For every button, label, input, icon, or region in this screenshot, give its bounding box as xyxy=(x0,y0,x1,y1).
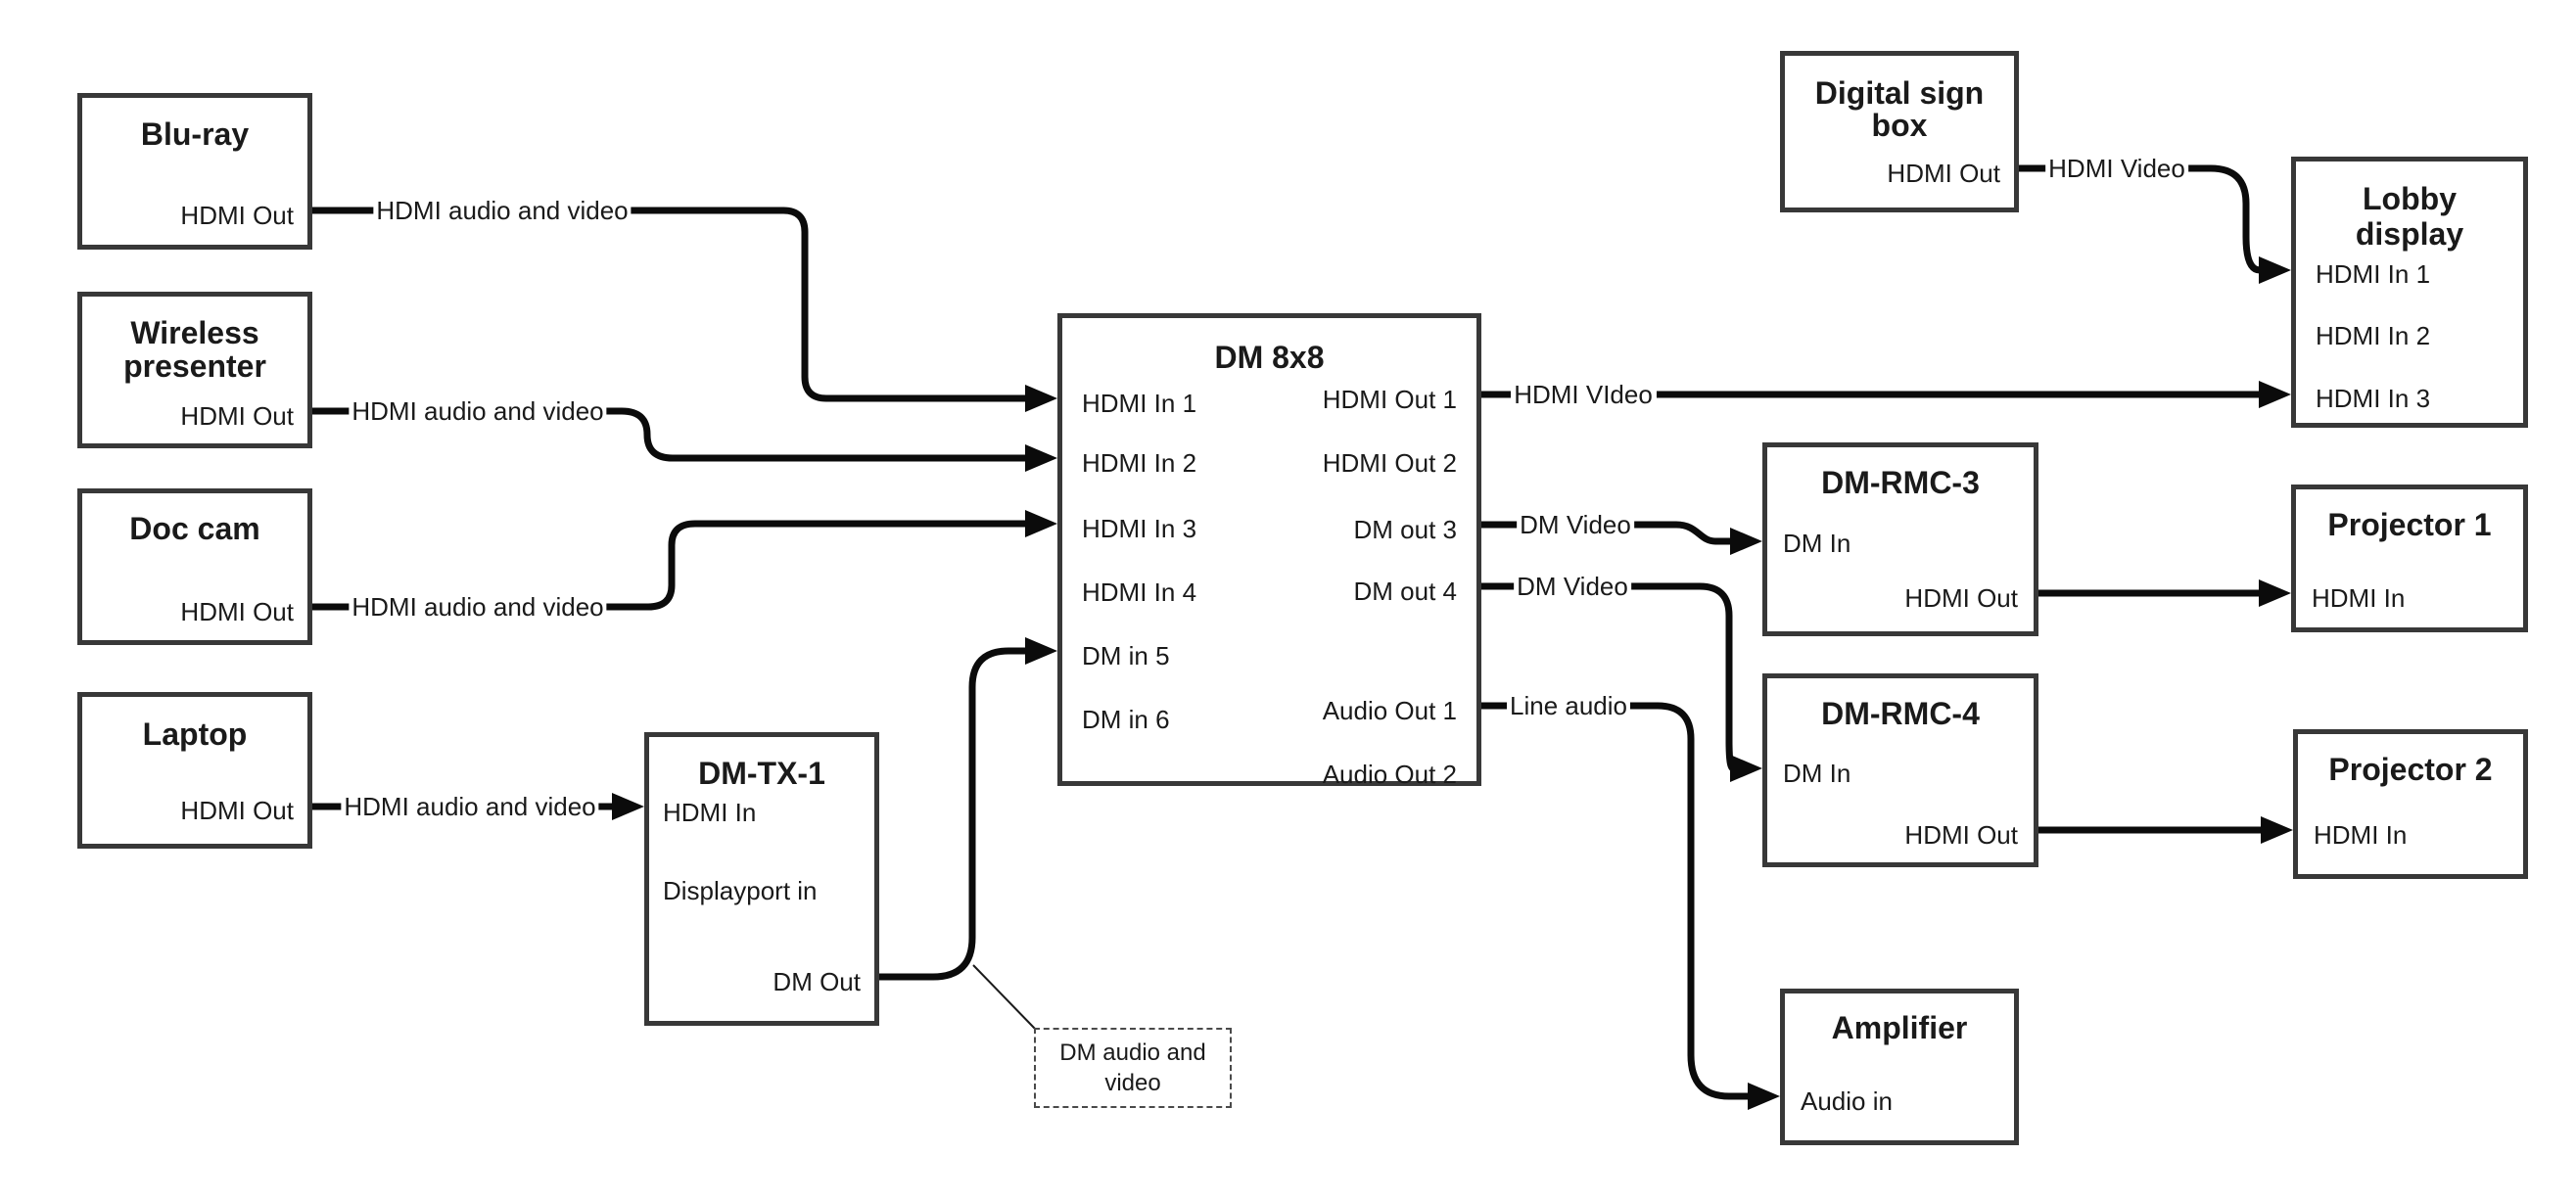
node-digital-sign-box: Digital sign box HDMI Out xyxy=(1780,51,2019,212)
port-hdmi-out-1: HDMI Out 1 xyxy=(1322,385,1457,414)
wire-label-digital-sign: HDMI Video xyxy=(2045,156,2188,181)
arrowhead-rmc4-dm-in xyxy=(1730,755,1762,782)
port-hdmi-in-1: HDMI In 1 xyxy=(1082,389,1197,418)
wire-doccam-to-hdmi-in-3 xyxy=(594,520,1026,611)
port-dm-out: DM Out xyxy=(773,967,861,996)
arrowhead-rmc3-dm-in xyxy=(1730,528,1762,555)
node-doc-cam: Doc cam HDMI Out xyxy=(77,488,312,645)
wire-bluray-to-hdmi-in-1 xyxy=(630,207,1026,402)
node-title-line-2: presenter xyxy=(123,348,266,384)
port-hdmi-in-3: HDMI In 3 xyxy=(1082,514,1197,543)
wire-wireless-to-hdmi-in-2 xyxy=(594,407,1026,462)
arrowhead-proj1-hdmi-in xyxy=(2259,579,2291,607)
node-title-line-2: box xyxy=(1871,108,1928,143)
node-title: Projector 2 xyxy=(2328,752,2493,787)
port-audio-out-1: Audio Out 1 xyxy=(1322,696,1457,725)
port-hdmi-out: HDMI Out xyxy=(1887,159,2000,188)
node-title-line-1: Digital sign xyxy=(1814,75,1985,111)
wire-label-doccam: HDMI audio and video xyxy=(349,594,607,620)
wire-label-bluray: HDMI audio and video xyxy=(373,198,632,223)
node-blu-ray: Blu-ray HDMI Out xyxy=(77,93,312,250)
node-projector-2: Projector 2 HDMI In xyxy=(2293,729,2528,879)
port-hdmi-out: HDMI Out xyxy=(180,201,294,230)
port-dm-out-3: DM out 3 xyxy=(1353,515,1458,544)
port-hdmi-in: HDMI In xyxy=(2312,583,2406,613)
port-hdmi-out-2: HDMI Out 2 xyxy=(1322,448,1457,478)
node-title: Projector 1 xyxy=(2327,507,2492,542)
wire-dm-out-3-to-rmc3 xyxy=(1633,521,1731,545)
node-title: Laptop xyxy=(142,716,248,752)
node-title: Blu-ray xyxy=(140,116,250,152)
port-hdmi-out: HDMI Out xyxy=(1904,583,2018,613)
node-title: DM-TX-1 xyxy=(698,756,825,791)
wire-audio-out-1-to-amp xyxy=(1627,702,1749,1100)
node-dm-rmc-4: DM-RMC-4 DM In HDMI Out xyxy=(1762,673,2038,867)
port-hdmi-in-3: HDMI In 3 xyxy=(2316,384,2431,413)
wire-dm-out-4-to-rmc4 xyxy=(1630,582,1736,772)
port-hdmi-in-2: HDMI In 2 xyxy=(2316,321,2431,350)
node-title-line-1: Lobby xyxy=(2363,181,2457,216)
note-callout-line xyxy=(972,964,1037,1031)
note-line-2: video xyxy=(1104,1070,1161,1096)
port-hdmi-out: HDMI Out xyxy=(1904,820,2018,850)
arrowhead-lobby-hdmi-in-3 xyxy=(2259,381,2291,408)
arrowhead-hdmi-in-3 xyxy=(1025,510,1057,537)
port-displayport-in: Displayport in xyxy=(663,876,818,905)
node-title: Amplifier xyxy=(1831,1010,1968,1045)
port-hdmi-in-4: HDMI In 4 xyxy=(1082,577,1197,607)
node-dm-rmc-3: DM-RMC-3 DM In HDMI Out xyxy=(1762,442,2038,636)
node-title-line-2: display xyxy=(2355,216,2464,252)
note-dm-audio-video: DM audio and video xyxy=(1034,1028,1232,1108)
wire-digital-sign-to-lobby xyxy=(2181,164,2261,274)
port-dm-in: DM In xyxy=(1783,759,1851,788)
arrowhead-dm-in-5 xyxy=(1025,637,1057,665)
wire-dmtx1-to-dm-in-5 xyxy=(879,647,1026,981)
port-hdmi-out: HDMI Out xyxy=(180,796,294,825)
port-hdmi-out: HDMI Out xyxy=(180,597,294,626)
port-dm-in-6: DM in 6 xyxy=(1082,705,1170,734)
node-projector-1: Projector 1 HDMI In xyxy=(2291,485,2528,632)
port-hdmi-out: HDMI Out xyxy=(180,401,294,431)
port-hdmi-in: HDMI In xyxy=(2314,820,2408,850)
arrowhead-dmtx1-hdmi-in xyxy=(612,793,644,820)
port-dm-in-5: DM in 5 xyxy=(1082,641,1170,670)
wire-label-laptop: HDMI audio and video xyxy=(341,794,599,819)
node-title: DM-RMC-4 xyxy=(1821,696,1980,731)
port-dm-out-4: DM out 4 xyxy=(1353,577,1458,606)
port-hdmi-in-2: HDMI In 2 xyxy=(1082,448,1197,478)
arrowhead-lobby-hdmi-in-1 xyxy=(2259,256,2291,284)
arrowhead-proj2-hdmi-in xyxy=(2261,816,2293,844)
node-lobby-display: Lobby display HDMI In 1 HDMI In 2 HDMI I… xyxy=(2291,157,2528,428)
node-title: DM 8x8 xyxy=(1214,340,1325,375)
arrowhead-hdmi-in-2 xyxy=(1025,444,1057,472)
node-title: DM-RMC-3 xyxy=(1821,465,1980,500)
arrowhead-hdmi-in-1 xyxy=(1025,385,1057,412)
node-dm-8x8: DM 8x8 HDMI In 1 HDMI In 2 HDMI In 3 HDM… xyxy=(1057,313,1481,789)
note-line-1: DM audio and xyxy=(1059,1039,1206,1066)
port-audio-in: Audio in xyxy=(1801,1086,1893,1116)
node-amplifier: Amplifier Audio in xyxy=(1780,989,2019,1145)
node-dm-tx-1: DM-TX-1 HDMI In Displayport in DM Out xyxy=(644,732,879,1026)
node-title-line-1: Wireless xyxy=(130,315,259,350)
port-hdmi-in-1: HDMI In 1 xyxy=(2316,259,2431,289)
port-dm-in: DM In xyxy=(1783,529,1851,558)
node-wireless-presenter: Wireless presenter HDMI Out xyxy=(77,292,312,448)
wire-label-dm-out-4: DM Video xyxy=(1514,574,1631,599)
node-laptop: Laptop HDMI Out xyxy=(77,692,312,849)
arrowhead-amp-audio-in xyxy=(1748,1083,1780,1110)
wire-label-hdmi-out-1: HDMI VIdeo xyxy=(1511,382,1656,407)
wire-label-wireless: HDMI audio and video xyxy=(349,398,607,424)
wire-label-dm-out-3: DM Video xyxy=(1517,512,1634,537)
port-audio-out-2: Audio Out 2 xyxy=(1322,760,1457,789)
node-title: Doc cam xyxy=(129,511,260,546)
port-hdmi-in: HDMI In xyxy=(663,798,757,827)
wire-label-audio-out-1: Line audio xyxy=(1507,693,1630,718)
